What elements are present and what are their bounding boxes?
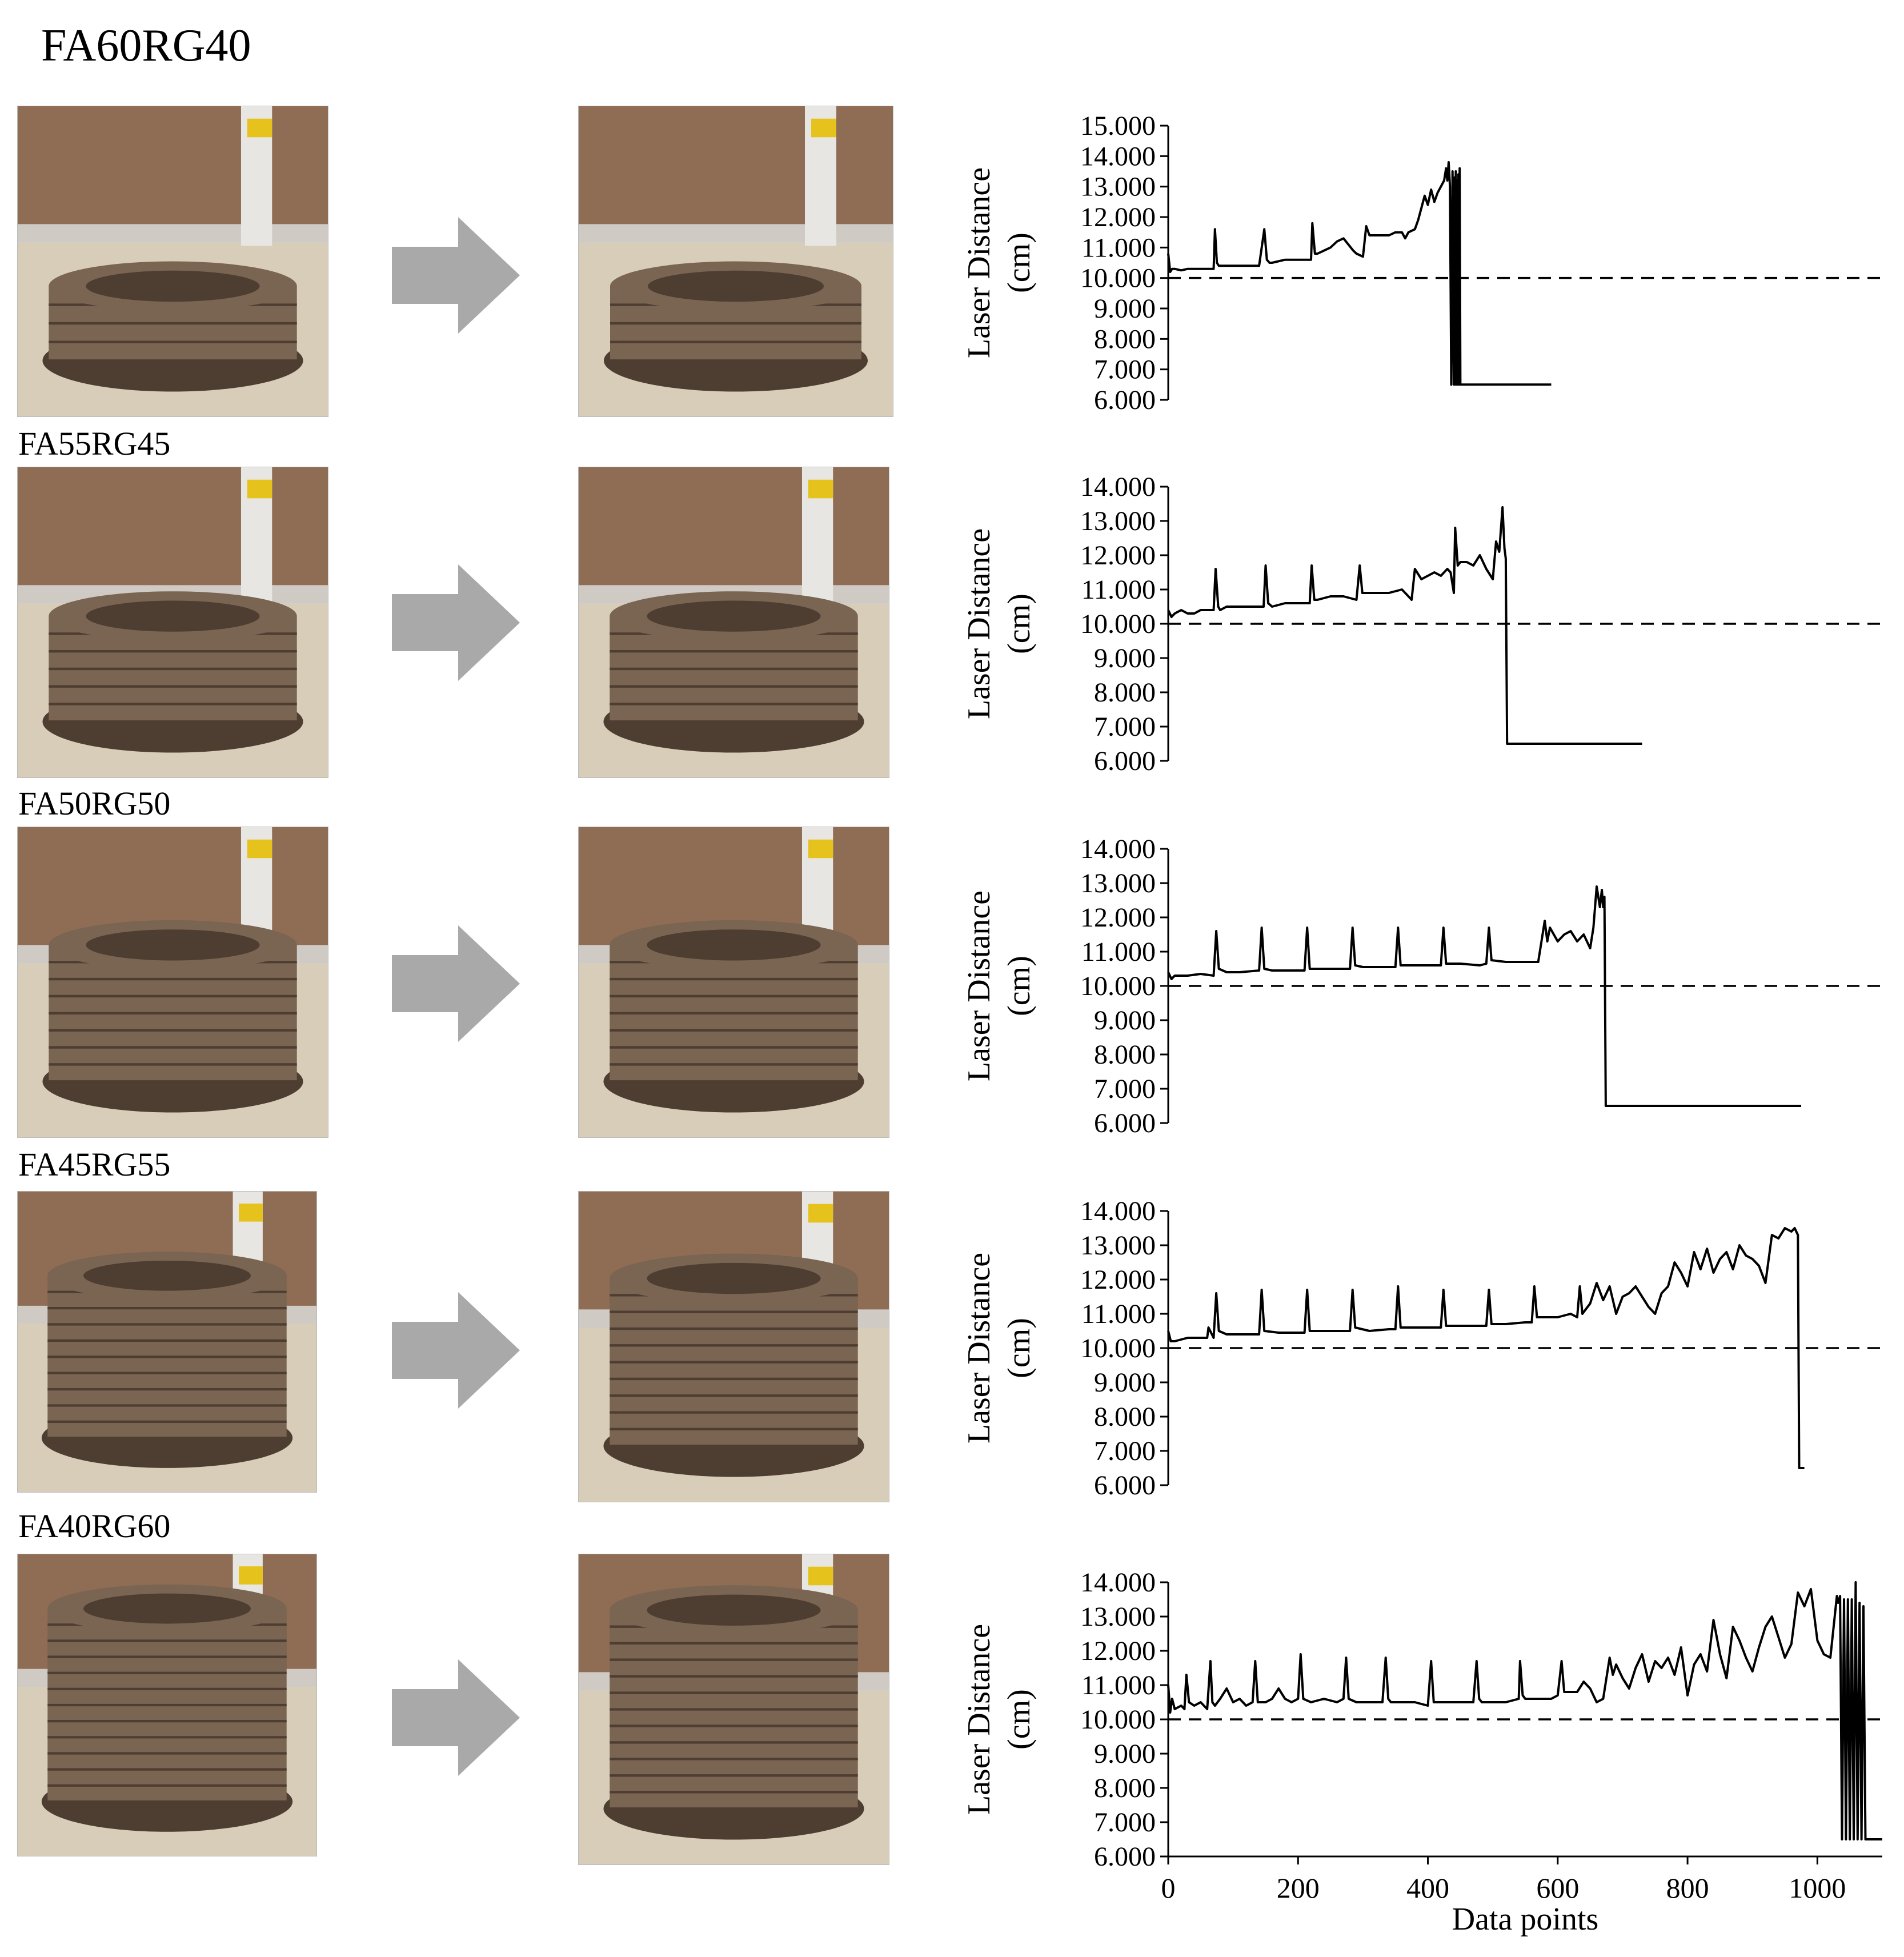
y-tick-label: 10.000 [1080, 1333, 1156, 1364]
series-line [1167, 885, 1801, 1107]
print-photo-before-1 [17, 106, 328, 417]
y-tick-label: 6.000 [1094, 1108, 1156, 1138]
row-label-1: FA60RG40 [41, 21, 251, 71]
y-tick-label: 10.000 [1080, 971, 1156, 1001]
print-photo-after-4 [578, 1191, 889, 1502]
y-tick-label: 11.000 [1081, 232, 1156, 263]
y-tick-label: 7.000 [1094, 1807, 1156, 1838]
print-photo-before-4 [17, 1191, 317, 1493]
arrow-icon [392, 1659, 520, 1776]
y-tick-label: 6.000 [1094, 1470, 1156, 1501]
x-axis-label: Data points [1452, 1902, 1599, 1937]
row-label-2: FA55RG45 [18, 425, 171, 462]
y-tick-label: 11.000 [1081, 575, 1156, 605]
print-photo-after-3 [578, 827, 889, 1138]
y-tick-label: 8.000 [1094, 1773, 1156, 1803]
row-label-4: FA45RG55 [18, 1146, 171, 1183]
y-axis-label: Laser Distance [961, 167, 997, 358]
y-tick-label: 8.000 [1094, 1402, 1156, 1432]
arrow-icon [392, 1292, 520, 1409]
row-label-5: FA40RG60 [18, 1507, 171, 1545]
y-tick-label: 12.000 [1080, 1636, 1156, 1666]
y-tick-label: 13.000 [1080, 506, 1156, 536]
y-tick-label: 14.000 [1080, 472, 1156, 502]
y-tick-label: 12.000 [1080, 1265, 1156, 1295]
y-tick-label: 10.000 [1080, 263, 1156, 294]
y-tick-label: 11.000 [1081, 937, 1156, 967]
series-line [1167, 506, 1642, 745]
y-tick-label: 7.000 [1094, 355, 1156, 385]
arrow-icon [392, 564, 520, 681]
series-line [1167, 1227, 1805, 1469]
print-photo-after-5 [578, 1554, 889, 1865]
y-tick-label: 14.000 [1080, 1567, 1156, 1598]
y-tick-label: 9.000 [1094, 1368, 1156, 1398]
y-tick-label: 14.000 [1080, 141, 1156, 171]
y-tick-label: 14.000 [1080, 1196, 1156, 1226]
x-tick-label: 1000 [1789, 1872, 1846, 1904]
x-tick-label: 200 [1277, 1872, 1320, 1904]
x-tick-label: 800 [1666, 1872, 1709, 1904]
y-tick-label: 13.000 [1080, 1230, 1156, 1261]
y-tick-label: 10.000 [1080, 609, 1156, 639]
y-tick-label: 9.000 [1094, 643, 1156, 673]
series-line [1167, 161, 1552, 386]
y-tick-label: 6.000 [1094, 1842, 1156, 1872]
chart-fa50rg50: 14.000 13.000 12.000 11.000 10.000 9.000 8.000… [937, 826, 1885, 1146]
print-photo-before-2 [17, 467, 328, 778]
y-tick-label: 8.000 [1094, 1040, 1156, 1070]
y-tick-label: 13.000 [1080, 172, 1156, 202]
y-tick-label: 15.000 [1080, 111, 1156, 141]
y-tick-label: 7.000 [1094, 712, 1156, 742]
y-tick-label: 9.000 [1094, 1005, 1156, 1036]
y-tick-label: 13.000 [1080, 868, 1156, 899]
y-axis-label-unit: (cm) [1001, 232, 1037, 293]
y-tick-label: 7.000 [1094, 1436, 1156, 1466]
y-axis-label: Laser Distance [961, 528, 997, 719]
y-axis-label-unit: (cm) [1001, 1318, 1037, 1378]
y-tick-label: 11.000 [1081, 1670, 1156, 1701]
chart-fa40rg60: 14.000 13.000 12.000 11.000 10.000 9.000 8.000… [937, 1559, 1885, 1948]
x-tick-label: 0 [1161, 1872, 1176, 1904]
series-line [1167, 1581, 1882, 1840]
y-tick-label: 7.000 [1094, 1074, 1156, 1104]
y-axis-label: Laser Distance [961, 891, 997, 1081]
y-tick-label: 12.000 [1080, 903, 1156, 933]
print-photo-after-1 [578, 106, 893, 417]
y-tick-label: 14.000 [1080, 834, 1156, 864]
y-tick-label: 9.000 [1094, 294, 1156, 324]
y-tick-label: 11.000 [1081, 1299, 1156, 1329]
y-tick-label: 10.000 [1080, 1705, 1156, 1735]
y-tick-label: 13.000 [1080, 1602, 1156, 1632]
print-photo-before-3 [17, 827, 328, 1138]
arrow-icon [392, 925, 520, 1042]
row-label-3: FA50RG50 [18, 785, 171, 822]
chart-fa55rg45: 14.000 13.000 12.000 11.000 10.000 9.000 8.000… [937, 464, 1885, 784]
x-tick-label: 400 [1406, 1872, 1449, 1904]
y-tick-label: 9.000 [1094, 1739, 1156, 1769]
y-tick-label: 8.000 [1094, 324, 1156, 354]
y-axis-label-unit: (cm) [1001, 956, 1037, 1016]
y-axis-label-unit: (cm) [1001, 593, 1037, 654]
y-axis-label: Laser Distance [961, 1253, 997, 1443]
chart-fa45rg55: 14.000 13.000 12.000 11.000 10.000 9.000 8.000… [937, 1188, 1885, 1508]
y-axis-label-unit: (cm) [1001, 1689, 1037, 1750]
y-tick-label: 6.000 [1094, 746, 1156, 776]
y-tick-label: 6.000 [1094, 385, 1156, 415]
y-tick-label: 12.000 [1080, 540, 1156, 571]
print-photo-before-5 [17, 1554, 317, 1856]
y-axis-label: Laser Distance [961, 1624, 997, 1815]
print-photo-after-2 [578, 467, 889, 778]
y-tick-label: 12.000 [1080, 202, 1156, 232]
arrow-icon [392, 217, 520, 334]
x-tick-label: 600 [1536, 1872, 1579, 1904]
y-tick-label: 8.000 [1094, 677, 1156, 708]
